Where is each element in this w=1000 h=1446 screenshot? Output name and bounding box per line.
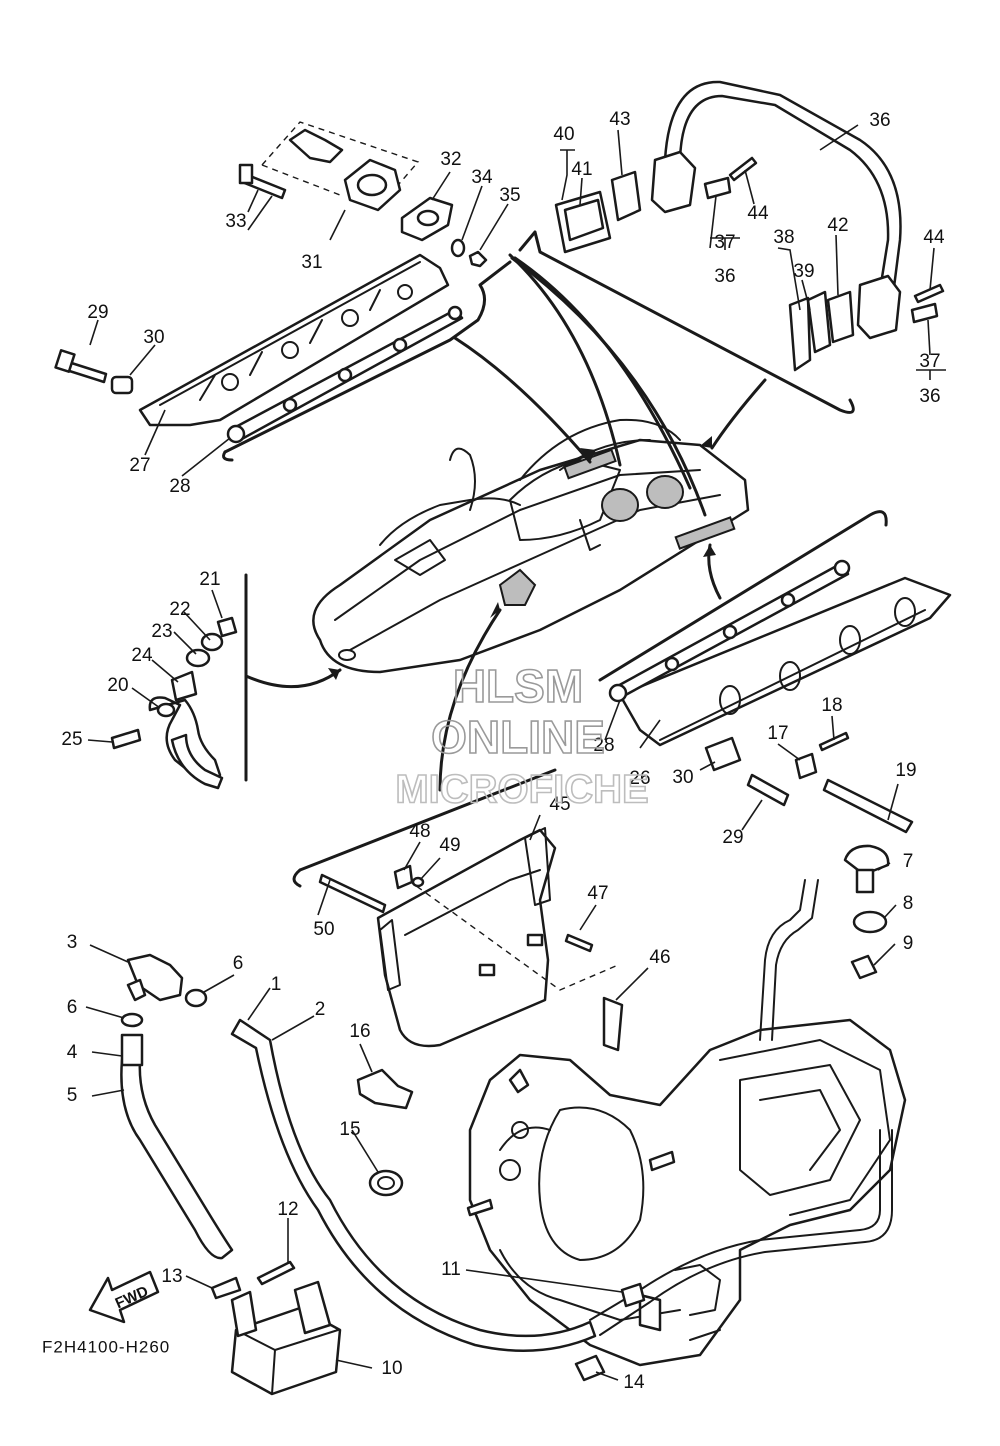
callout-25: 25: [61, 729, 82, 750]
assembly-arrows: [244, 253, 767, 792]
callout-42: 42: [827, 215, 848, 236]
fittings: [210, 844, 890, 1396]
callout-6a: 6: [233, 953, 244, 974]
callout-23: 23: [151, 621, 172, 642]
callout-34: 34: [471, 167, 493, 188]
rail-ribs: [199, 284, 413, 401]
leader-lines: [85, 124, 946, 1381]
callout-1: 1: [271, 974, 282, 995]
watermark-line-1: HLSM: [453, 660, 583, 712]
callout-17: 17: [767, 723, 788, 744]
callout-40: 40: [553, 124, 574, 145]
callout-11: 11: [441, 1259, 461, 1280]
callout-36b: 36: [714, 266, 735, 287]
callout-7: 7: [903, 851, 914, 872]
callout-50: 50: [313, 919, 334, 940]
callout-35: 35: [499, 185, 520, 206]
callout-24: 24: [131, 645, 153, 666]
callout-20: 20: [107, 675, 128, 696]
callout-12: 12: [277, 1199, 298, 1220]
callout-14: 14: [623, 1372, 645, 1393]
callout-3: 3: [67, 932, 78, 953]
callout-32: 32: [440, 149, 461, 170]
callout-45: 45: [549, 794, 570, 815]
callout-13: 13: [161, 1266, 182, 1287]
callout-33: 33: [225, 211, 246, 232]
callout-44b: 44: [923, 227, 945, 248]
callout-48: 48: [409, 821, 430, 842]
watermark-line-3: MICROFICHE: [395, 768, 648, 812]
callout-30a: 30: [143, 327, 164, 348]
callout-49: 49: [439, 835, 460, 856]
right-rail: [608, 559, 952, 834]
callout-31: 31: [301, 252, 322, 273]
callout-15: 15: [339, 1119, 360, 1140]
callout-28a: 28: [169, 476, 190, 497]
callout-18: 18: [821, 695, 842, 716]
callout-37a: 37: [714, 232, 735, 253]
upper-left-rail: [54, 253, 464, 444]
callout-labels: 1 2 3 4 5 6 6 7 8 9 10 11 12 13 14 15 16…: [61, 109, 945, 1393]
callout-29b: 29: [722, 827, 743, 848]
callout-26: 26: [629, 768, 650, 789]
hoses: [120, 879, 893, 1352]
callout-22: 22: [169, 599, 190, 620]
lock-assembly: [238, 121, 488, 268]
watermark: HLSM ONLINE MICROFICHE: [395, 659, 650, 812]
callout-36c: 36: [919, 386, 940, 407]
callout-5: 5: [67, 1085, 78, 1106]
callout-36a: 36: [869, 110, 890, 131]
callout-41: 41: [571, 159, 592, 180]
callout-27: 27: [129, 455, 150, 476]
jet-pump-housing: [466, 1018, 907, 1367]
callout-39: 39: [793, 261, 814, 282]
callout-46: 46: [649, 947, 670, 968]
callout-30b: 30: [672, 767, 693, 788]
watermark-line-2: ONLINE: [431, 711, 605, 763]
callout-19: 19: [895, 760, 916, 781]
fwd-arrow-icon: FWD: [88, 1270, 160, 1324]
callout-37b: 37: [919, 351, 940, 372]
tow-eye: [110, 616, 238, 790]
callout-29a: 29: [87, 302, 108, 323]
callout-16: 16: [349, 1021, 370, 1042]
bottom-plate: [318, 827, 624, 1052]
watercraft-hull: [312, 418, 750, 674]
callout-6b: 6: [67, 997, 78, 1018]
callout-21: 21: [199, 569, 220, 590]
callout-4: 4: [67, 1042, 78, 1063]
callout-9: 9: [903, 933, 914, 954]
callout-44a: 44: [747, 203, 769, 224]
callout-10: 10: [381, 1358, 402, 1379]
callout-8: 8: [903, 893, 914, 914]
callout-47: 47: [587, 883, 608, 904]
callout-2: 2: [315, 999, 326, 1020]
callout-43: 43: [609, 109, 630, 130]
callout-28b: 28: [593, 735, 614, 756]
callout-38: 38: [773, 227, 794, 248]
diagram-code: F2H4100-H260: [42, 1337, 170, 1356]
